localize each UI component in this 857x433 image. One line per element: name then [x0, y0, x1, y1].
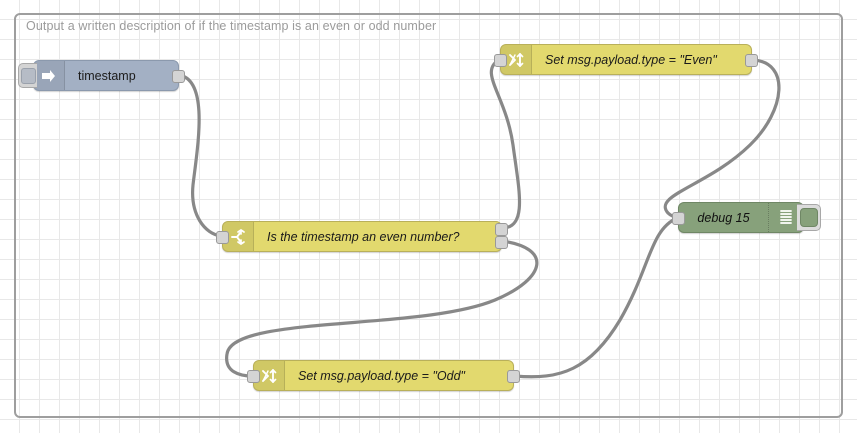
debug-enable-toggle-inner — [799, 208, 818, 227]
switch-output-port-2[interactable] — [495, 236, 508, 249]
switch-input-port[interactable] — [216, 231, 229, 244]
change-node-odd-label: Set msg.payload.type = "Odd" — [298, 368, 465, 383]
inject-trigger-button[interactable] — [18, 63, 37, 88]
flow-group-label: Output a written description of if the t… — [26, 19, 437, 33]
change-node-set-even[interactable]: Set msg.payload.type = "Even" — [494, 44, 758, 75]
switch-node-is-even[interactable]: Is the timestamp an even number? — [216, 221, 508, 252]
change-shuffle-icon — [501, 45, 532, 74]
inject-node-label: timestamp — [78, 68, 136, 83]
change-node-even-label: Set msg.payload.type = "Even" — [545, 52, 717, 67]
debug-node-label: debug 15 — [697, 210, 750, 225]
debug-input-port[interactable] — [672, 212, 685, 225]
change-odd-input-port[interactable] — [247, 370, 260, 383]
debug-node-15[interactable]: debug 15 — [672, 202, 821, 233]
flow-group-box[interactable] — [14, 13, 843, 418]
debug-enable-toggle[interactable] — [797, 204, 821, 231]
inject-node-timestamp[interactable]: timestamp — [18, 60, 185, 91]
inject-trigger-button-inner — [20, 67, 36, 84]
switch-output-port-1[interactable] — [495, 223, 508, 236]
switch-branch-icon — [223, 222, 254, 251]
change-even-input-port[interactable] — [494, 54, 507, 67]
change-node-set-odd[interactable]: Set msg.payload.type = "Odd" — [247, 360, 520, 391]
switch-node-label: Is the timestamp an even number? — [267, 229, 460, 244]
inject-output-port[interactable] — [172, 70, 185, 83]
debug-lines-icon — [768, 203, 803, 232]
change-even-output-port[interactable] — [745, 54, 758, 67]
change-odd-output-port[interactable] — [507, 370, 520, 383]
arrow-right-icon — [34, 61, 65, 90]
